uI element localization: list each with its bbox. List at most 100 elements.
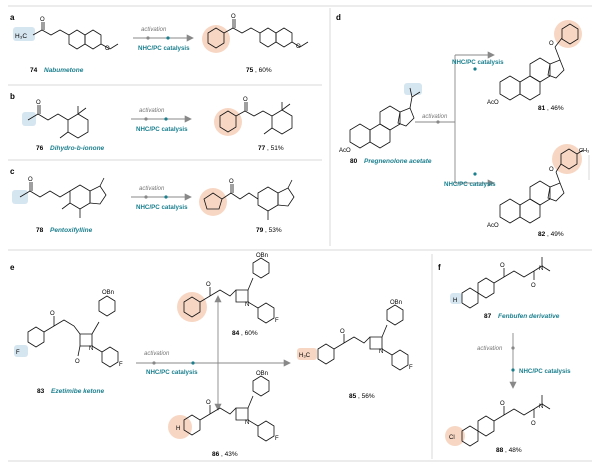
compound-name: Pregnenolone acetate <box>364 158 432 165</box>
atom-o: O <box>549 41 554 47</box>
structure-79: O <box>199 179 295 220</box>
structure-86: H O N F OBn <box>168 371 279 442</box>
atom-n: N <box>89 346 93 352</box>
arrow-label-activation: activation <box>139 186 165 192</box>
group-highlight <box>445 426 465 446</box>
structure-78: O <box>12 177 107 218</box>
group-highlight <box>199 188 227 216</box>
structure-80: AcO <box>339 83 422 154</box>
structure-84: O N F OBn <box>177 253 279 324</box>
atom-o: O <box>40 17 45 23</box>
structure-82: O CH₃ AcO <box>487 144 589 229</box>
panel-dividers <box>8 5 592 462</box>
compound-number: 82 <box>538 231 546 238</box>
panel-f: f H O O N 87 Fenbufen derivative <box>438 257 571 454</box>
group-highlight <box>297 348 317 360</box>
atom-n: N <box>379 349 383 355</box>
group-highlight <box>450 293 462 304</box>
structure-81: O AcO <box>487 20 582 106</box>
atom-n: N <box>245 420 249 426</box>
atom-o: O <box>36 100 41 106</box>
atom-f: F <box>275 318 279 324</box>
arrow-label-activation: activation <box>139 108 165 114</box>
group-highlight <box>202 25 230 53</box>
atom-o: O <box>229 179 234 185</box>
panel-letter-d: d <box>336 13 341 22</box>
reactant-group-label: AcO <box>487 100 499 106</box>
compound-number: 85 <box>349 393 357 400</box>
compound-name: Pentoxifylline <box>50 227 93 234</box>
structure-88: Cl O O N <box>445 395 551 447</box>
atom-cl: Cl <box>449 435 455 441</box>
structure-77: O <box>214 97 293 136</box>
structure-75: O O <box>202 14 309 53</box>
atom-f: F <box>409 365 413 371</box>
arrow-node <box>473 172 477 176</box>
panel-c: c O 78 Pentoxifylline activation NHC/PC … <box>10 167 295 234</box>
atom-o: O <box>531 283 536 289</box>
atom-o: O <box>531 421 536 427</box>
group-highlight <box>552 144 582 174</box>
atom-o: O <box>340 329 345 335</box>
atom-h: H <box>453 298 457 304</box>
arrow-label-catalysis: NHC/PC catalysis <box>136 126 188 133</box>
panel-letter-f: f <box>438 263 441 272</box>
compound-number: 80 <box>350 158 358 165</box>
atom-o: O <box>296 44 301 50</box>
methyl-label: CH₃ <box>579 148 589 154</box>
arrow-label-catalysis: NHC/PC catalysis <box>136 204 188 211</box>
compound-number: 74 <box>30 67 38 74</box>
atom-f: F <box>275 436 279 442</box>
arrow-node <box>473 67 477 71</box>
methyl-label: H₃C <box>299 353 311 359</box>
compound-yield: , 43% <box>221 451 238 458</box>
compound-number: 78 <box>36 227 44 234</box>
group-highlight <box>404 83 422 95</box>
compound-number: 77 <box>258 145 266 152</box>
atom-n: N <box>539 404 543 410</box>
arrow-label-activation: activation <box>144 351 170 357</box>
compound-yield: , 53% <box>265 227 282 234</box>
cross-arrows <box>136 295 291 411</box>
structure-74: H₃C O O <box>13 17 119 52</box>
structure-87: H O O N <box>450 257 551 309</box>
atom-o: O <box>50 311 55 317</box>
reaction-arrow <box>133 34 194 42</box>
compound-number: 84 <box>232 330 240 337</box>
obn-label: OBn <box>102 290 114 296</box>
atom-o: O <box>105 46 110 52</box>
compound-number: 81 <box>538 105 546 112</box>
arrow-label-catalysis: NHC/PC catalysis <box>519 368 571 375</box>
group-highlight <box>14 345 28 357</box>
atom-o: O <box>500 401 505 407</box>
arrow-label-activation: activation <box>141 27 167 33</box>
reaction-arrow <box>131 193 192 201</box>
panel-b: b O 76 Dihydro-b-ionone activation NHC/P… <box>10 92 293 152</box>
compound-name: Dihydro-b-ionone <box>50 145 105 152</box>
compound-name: Nabumetone <box>44 67 84 74</box>
atom-o: O <box>28 177 33 183</box>
panel-a: a H₃C O O 74 Nabumetone activation <box>10 13 309 74</box>
compound-number: 87 <box>484 313 492 320</box>
panel-d: d AcO 80 Pregnenolone acetate <box>336 13 589 238</box>
obn-label: OBn <box>256 253 268 259</box>
arrow-label-activation: activation <box>422 114 448 120</box>
group-highlight <box>168 415 192 439</box>
atom-f: F <box>119 362 123 368</box>
arrow-label-activation: activation <box>477 346 503 352</box>
branch-arrow <box>415 51 495 187</box>
atom-n: N <box>245 302 249 308</box>
structure-76: O <box>22 100 89 139</box>
reactant-group-label: H₃C <box>15 33 27 40</box>
panel-letter-e: e <box>10 263 15 272</box>
compound-number: 79 <box>256 227 264 234</box>
compound-yield: , 46% <box>547 105 564 112</box>
arrow-label-catalysis: NHC/PC catalysis <box>146 369 198 376</box>
atom-f: F <box>16 350 20 356</box>
arrow-label-catalysis: NHC/PC catalysis <box>138 45 190 52</box>
panel-e: e O O N F F OBn 83 Ezetimibe <box>10 253 413 458</box>
atom-o: O <box>243 97 248 103</box>
reactant-group-label: AcO <box>487 223 499 229</box>
obn-label: OBn <box>256 371 268 377</box>
